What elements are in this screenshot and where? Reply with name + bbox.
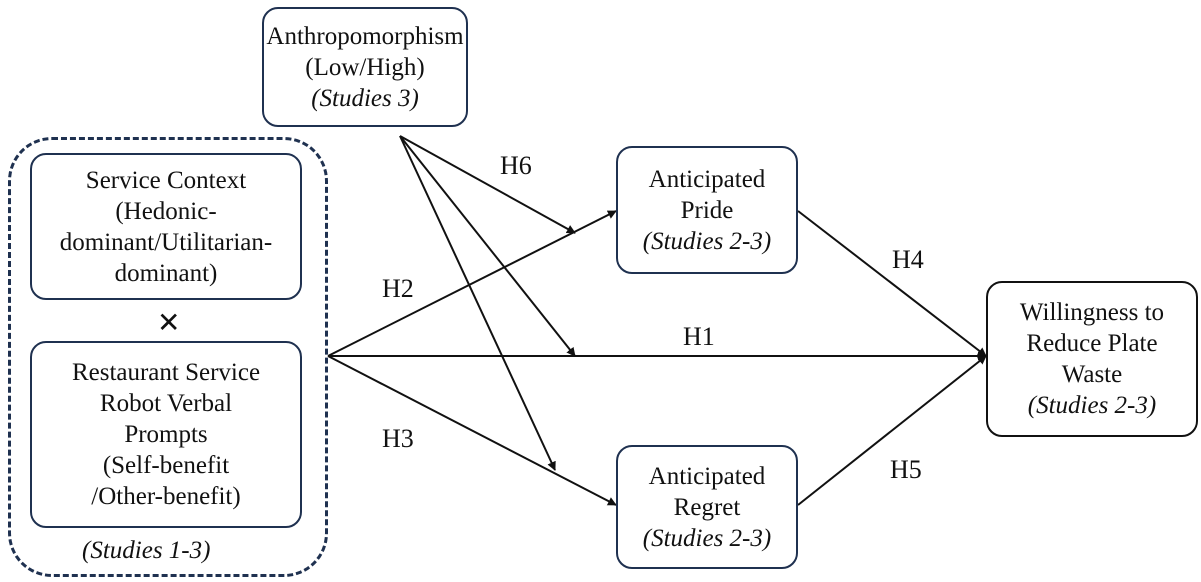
anthropomorphism-box: Anthropomorphism (Low/High) (Studies 3): [262, 7, 468, 127]
arrow-h6-to-h2: [399, 135, 576, 234]
interaction-cross-icon: ✕: [157, 306, 181, 339]
anticipated-pride-box: Anticipated Pride (Studies 2-3): [616, 146, 798, 274]
arrow-h6-to-h1: [399, 135, 576, 357]
anticipated-pride-study: (Studies 2-3): [642, 227, 772, 255]
anthropomorphism-levels: (Low/High): [305, 53, 425, 81]
anticipated-regret-box: Anticipated Regret (Studies 2-3): [616, 445, 798, 569]
arrow-h3: [327, 355, 617, 506]
hypothesis-label-h3: H3: [382, 424, 414, 453]
anthropomorphism-title: Anthropomorphism: [266, 22, 464, 50]
anticipated-regret-line2: Regret: [673, 493, 741, 521]
anthropomorphism-study: (Studies 3): [311, 84, 419, 112]
outcome-line1: Willingness to: [1019, 299, 1165, 326]
willingness-outcome-box: Willingness to Reduce Plate Waste (Studi…: [986, 281, 1198, 437]
anticipated-regret-line1: Anticipated: [648, 462, 766, 490]
service-context-line1: Service Context: [85, 166, 247, 194]
anticipated-pride-line2: Pride: [680, 196, 734, 224]
independent-variables-group: [8, 137, 328, 577]
hypothesis-label-h2: H2: [382, 274, 414, 303]
verbal-prompts-line1: Restaurant Service: [71, 359, 261, 386]
service-context-line4: dominant): [114, 259, 218, 287]
arrow-h6-to-h3: [399, 135, 556, 471]
anticipated-pride-line1: Anticipated: [648, 165, 766, 193]
hypothesis-label-h6: H6: [500, 151, 532, 180]
arrow-h4: [797, 210, 987, 357]
service-context-line3: dominant/Utilitarian-: [59, 228, 273, 256]
hypothesis-label-h1: H1: [683, 322, 715, 351]
outcome-line3: Waste: [1061, 361, 1123, 388]
verbal-prompts-line5: /Other-benefit): [91, 483, 241, 510]
outcome-study: (Studies 2-3): [1027, 392, 1157, 419]
hypothesis-label-h5: H5: [890, 455, 922, 484]
arrow-h5: [797, 355, 987, 506]
group-study-caption: (Studies 1-3): [82, 537, 211, 564]
service-context-box: Service Context (Hedonic- dominant/Utili…: [30, 153, 302, 300]
verbal-prompts-line4: (Self-benefit: [102, 452, 230, 479]
verbal-prompts-line3: Prompts: [124, 421, 208, 448]
service-context-line2: (Hedonic-: [115, 197, 217, 225]
verbal-prompts-box: Restaurant Service Robot Verbal Prompts …: [30, 341, 302, 528]
hypothesis-label-h4: H4: [892, 245, 924, 274]
outcome-line2: Reduce Plate: [1026, 330, 1158, 357]
arrow-h2: [327, 210, 617, 357]
verbal-prompts-line2: Robot Verbal: [99, 390, 233, 417]
anticipated-regret-study: (Studies 2-3): [642, 524, 772, 552]
